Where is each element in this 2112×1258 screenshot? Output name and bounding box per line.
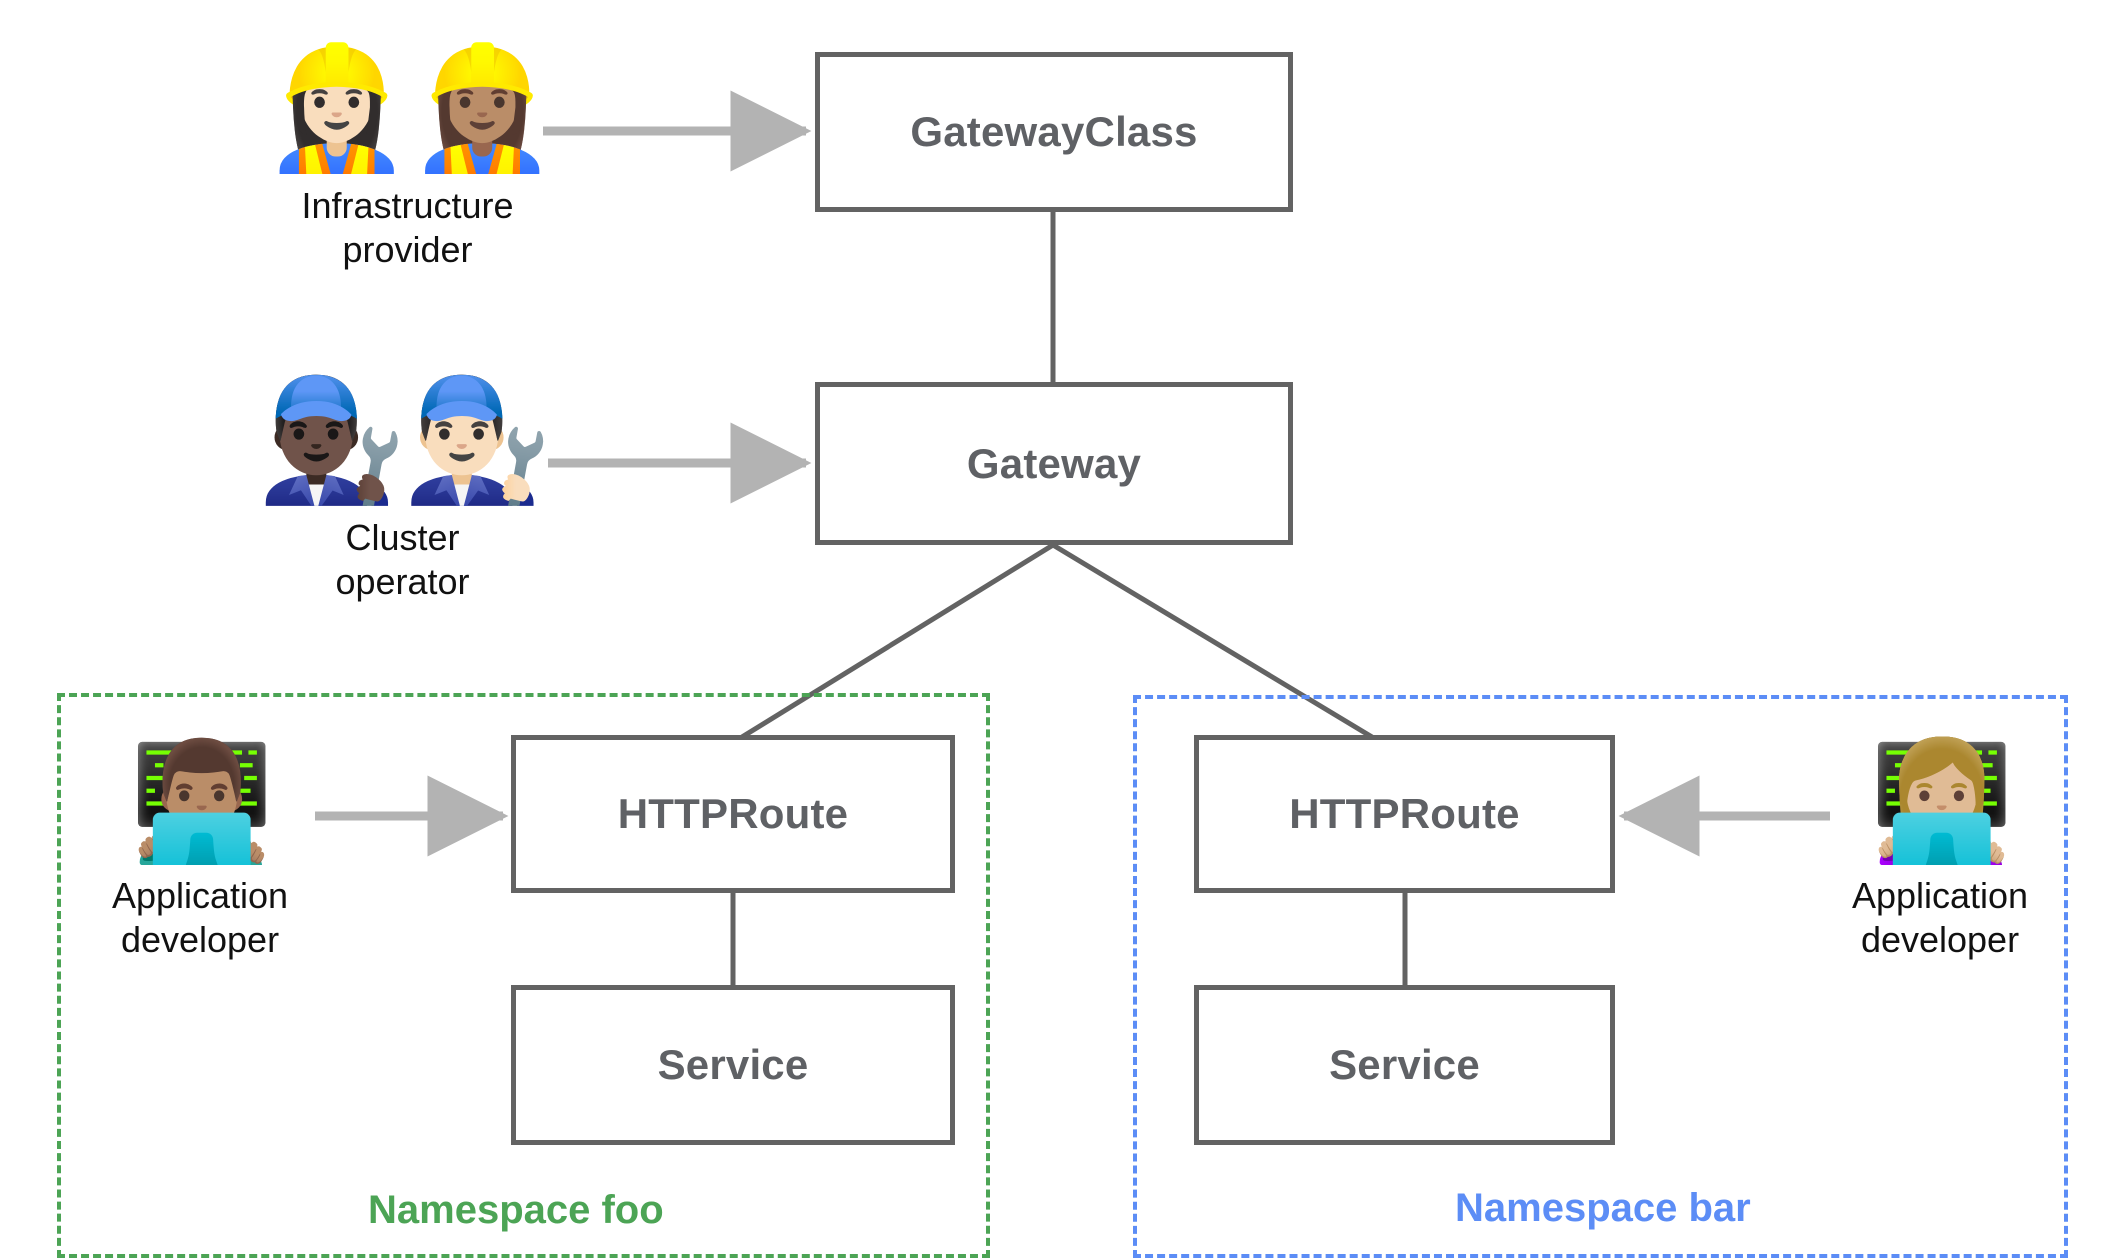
node-gateway[interactable]: Gateway (815, 382, 1293, 545)
actor-cluster-operator: 👨🏿‍🔧👨🏻‍🔧 Cluster operator (257, 372, 552, 604)
edge-gateway-httproute-bar (1051, 542, 1374, 740)
node-service-foo[interactable]: Service (511, 985, 955, 1145)
node-service-bar-label: Service (1329, 1041, 1480, 1088)
namespace-foo-container (57, 693, 990, 1258)
actor-application-developer-bar-caption: Application developer (1851, 875, 2029, 961)
namespace-bar-label: Namespace bar (1455, 1186, 1751, 1230)
node-gateway-label: Gateway (966, 439, 1142, 487)
construction-worker-icon: 👷🏻‍♀️👷🏽‍♀️ (262, 39, 557, 178)
technologist-icon: 👨🏽‍💻 (129, 734, 274, 869)
node-httproute-bar[interactable]: HTTPRoute (1194, 735, 1615, 893)
node-service-bar[interactable]: Service (1194, 985, 1615, 1145)
node-httproute-foo[interactable]: HTTPRoute (511, 735, 955, 893)
node-httproute-bar-label: HTTPRoute (1289, 790, 1520, 837)
actor-application-developer-bar: 👩🏼‍💻 Application developer (1835, 735, 2045, 962)
actor-infrastructure-provider: 👷🏻‍♀️👷🏽‍♀️ Infrastructure provider (262, 40, 557, 272)
namespace-bar-container (1133, 695, 2068, 1258)
technologist-icon: 👩🏼‍💻 (1869, 734, 2014, 869)
node-service-foo-label: Service (657, 1041, 809, 1088)
actor-infrastructure-provider-caption: Infrastructure provider (301, 185, 514, 270)
actor-application-developer-foo-caption: Application developer (111, 875, 289, 961)
actor-application-developer-foo: 👨🏽‍💻 Application developer (95, 735, 305, 962)
namespace-foo-label: Namespace foo (368, 1188, 664, 1232)
actor-cluster-operator-caption: Cluster operator (335, 517, 470, 602)
node-gatewayclass[interactable]: GatewayClass (815, 52, 1293, 212)
mechanic-icon: 👨🏿‍🔧👨🏻‍🔧 (257, 371, 552, 510)
node-gatewayclass-label: GatewayClass (910, 108, 1198, 155)
edge-gateway-httproute-foo (740, 542, 1055, 740)
node-httproute-foo-label: HTTPRoute (617, 790, 849, 837)
